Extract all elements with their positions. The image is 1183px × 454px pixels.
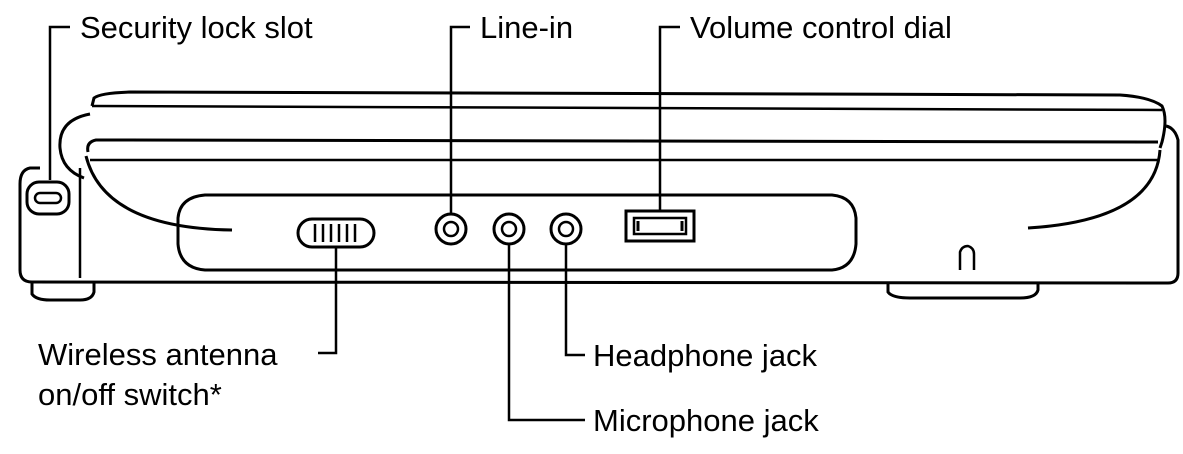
- label-headphone-jack: Headphone jack: [593, 338, 818, 373]
- leader-security-lock: [48, 25, 70, 180]
- laptop-body: [18, 90, 1180, 302]
- leader-lines: [48, 25, 680, 422]
- security-lock-slot-inner: [33, 191, 63, 205]
- lid-seam: [86, 138, 1159, 153]
- base-outline: [18, 124, 1180, 285]
- headphone-jack: [549, 212, 583, 246]
- lid-edge-line: [91, 104, 1163, 112]
- lid-outline: [90, 90, 1167, 149]
- ports: [296, 209, 696, 249]
- volume-dial-window: [632, 216, 688, 236]
- volume-control-dial: [624, 209, 696, 243]
- front-foot: [30, 282, 96, 302]
- label-microphone-jack: Microphone jack: [593, 403, 819, 438]
- label-wireless-switch-line2: on/off switch*: [38, 377, 222, 412]
- line-in-jack-inner: [442, 220, 460, 238]
- lid-front-curve: [84, 155, 233, 232]
- label-security-lock-slot: Security lock slot: [80, 10, 313, 45]
- leader-wireless-switch: [318, 247, 338, 355]
- lid-rear-curve: [1027, 149, 1162, 230]
- leader-volume-dial: [658, 25, 680, 211]
- port-panel: [176, 193, 858, 272]
- headphone-jack-inner: [557, 220, 575, 238]
- wireless-switch: [296, 217, 376, 249]
- wireless-switch-ridges: [313, 224, 357, 242]
- security-lock-slot: [25, 180, 71, 216]
- leader-microphone-jack: [507, 244, 585, 422]
- microphone-jack-inner: [500, 220, 518, 238]
- label-wireless-switch-line1: Wireless antenna: [38, 337, 278, 372]
- rear-foot: [886, 283, 1040, 300]
- label-line-in: Line-in: [480, 10, 573, 45]
- line-in-jack: [434, 212, 468, 246]
- leader-headphone-jack: [564, 244, 585, 357]
- label-volume-control-dial: Volume control dial: [690, 10, 952, 45]
- hinge-knob: [58, 112, 91, 180]
- leader-line-in: [449, 25, 470, 214]
- microphone-jack: [492, 212, 526, 246]
- rear-tab: [958, 244, 976, 270]
